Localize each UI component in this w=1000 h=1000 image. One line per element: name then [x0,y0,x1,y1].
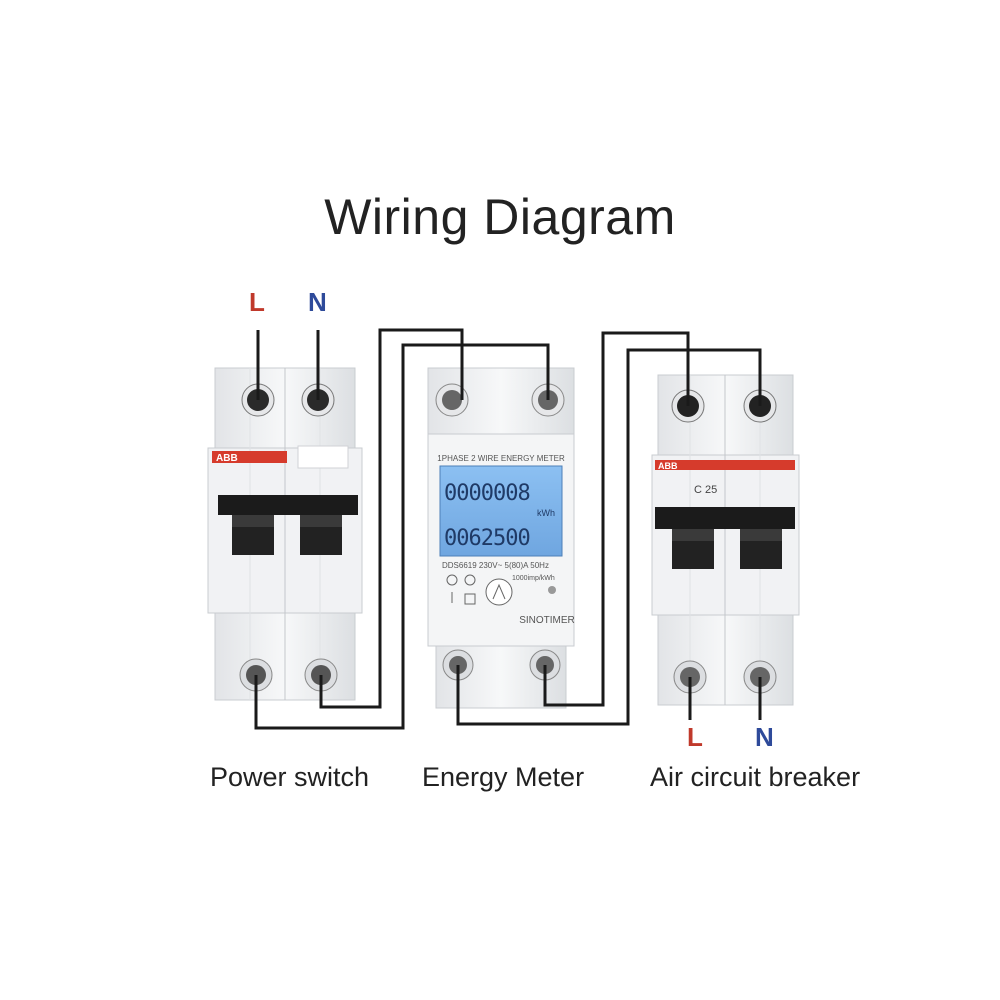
breaker-rating: C 25 [694,484,717,496]
wire-switch-live-to-meter [254,343,550,730]
input-neutral-label: N [308,287,327,317]
wire-switch-neutral-to-meter [319,328,464,709]
air-circuit-breaker-caption: Air circuit breaker [650,762,861,792]
diagram-title: Wiring Diagram [324,189,676,245]
power-switch-handle[interactable] [218,495,358,515]
wire-meter-to-breaker-right [456,348,762,726]
energy-meter: 1PHASE 2 WIRE ENERGY METER 0000008 kWh 0… [427,367,575,709]
power-switch-brand: ABB [216,453,238,464]
breaker-brand: ABB [658,461,678,471]
meter-test-button[interactable] [485,578,513,606]
power-switch-caption: Power switch [210,762,370,792]
meter-brand: SINOTIMER [519,615,575,626]
meter-lcd-display [439,465,563,557]
output-neutral-label: N [755,722,774,752]
breaker-handle[interactable] [655,507,795,529]
output-live-label: L [687,722,703,752]
meter-spec: DDS6619 230V~ 5(80)A 50Hz [442,561,549,570]
meter-header: 1PHASE 2 WIRE ENERGY METER [437,454,565,463]
energy-meter-caption: Energy Meter [422,762,585,792]
wires [254,328,762,730]
meter-rate: 1000imp/kWh [512,575,555,582]
wire-meter-to-breaker-left [543,331,690,707]
breaker-brand-strip [655,460,795,470]
input-live-label: L [249,287,265,317]
power-switch: ABB [207,367,363,701]
meter-reading-top: 0000008 [444,481,530,506]
meter-reading-bottom: 0062500 [444,526,530,551]
meter-unit: kWh [537,508,555,518]
power-switch-brand-strip [212,451,287,463]
air-circuit-breaker: ABB C 25 [651,374,800,706]
